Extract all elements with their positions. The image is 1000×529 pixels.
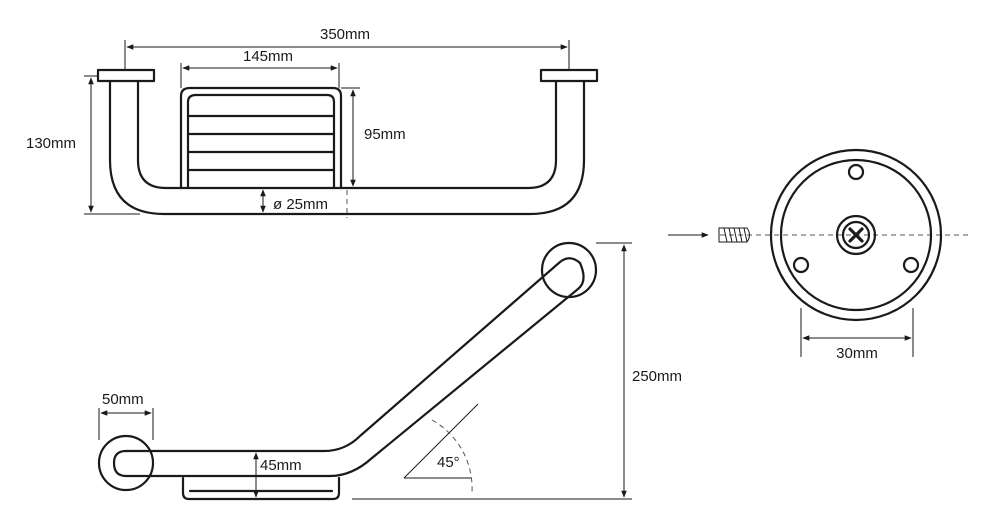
- mounting-hole-top: [847, 163, 865, 181]
- mounting-hole-left: [792, 256, 810, 274]
- label-height: 130mm: [26, 135, 76, 152]
- basket-top-view: [179, 86, 343, 190]
- mounting-hole-right: [902, 256, 920, 274]
- u-bar-inner: [136, 79, 558, 190]
- side-view: 50mm 45mm 45° 250mm: [97, 241, 682, 501]
- flange-detail: 30mm: [668, 148, 972, 362]
- flange-outer-ring: [769, 148, 943, 322]
- label-total-height: 250mm: [632, 368, 682, 385]
- label-tube-diameter: ø 25mm: [273, 196, 328, 213]
- screw: [718, 227, 750, 243]
- label-basket-width: 145mm: [243, 48, 293, 65]
- angle-arc: [431, 419, 473, 493]
- label-flange-offset: 50mm: [102, 391, 144, 408]
- center-screw-outer: [835, 214, 877, 256]
- u-bar-outer: [108, 79, 586, 216]
- right-flange: [539, 68, 599, 83]
- lower-flange: [97, 434, 155, 492]
- flange-inner-ring: [779, 158, 933, 312]
- top-view: 350mm 145mm 130mm 95mm ø 25mm: [26, 26, 599, 218]
- label-hole-spacing: 30mm: [836, 345, 878, 362]
- label-basket-depth: 45mm: [260, 457, 302, 474]
- cross-icon: [848, 227, 864, 243]
- angled-bar-lower-outline: [124, 261, 585, 478]
- left-flange: [96, 68, 156, 83]
- label-basket-height: 95mm: [364, 126, 406, 143]
- label-angle: 45°: [437, 454, 460, 471]
- center-screw-inner: [841, 220, 871, 250]
- basket-side-view: [181, 476, 341, 501]
- label-overall-width: 350mm: [320, 26, 370, 43]
- angled-bar-upper-outline: [124, 257, 582, 453]
